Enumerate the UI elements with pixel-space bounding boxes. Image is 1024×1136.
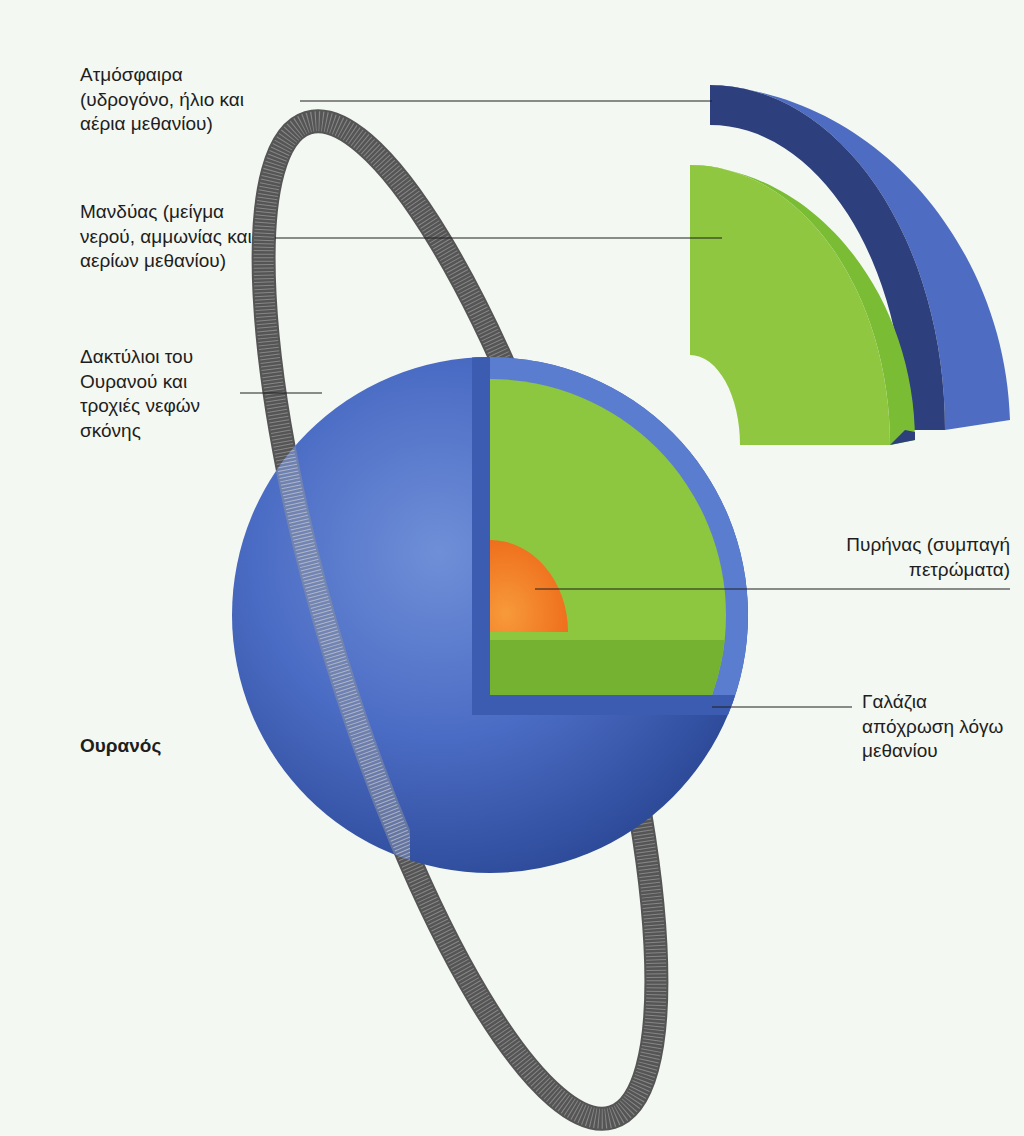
layer-label: Ατμόσφαιρα (υδρογόνο, ήλιο και αέρια μεθ… bbox=[80, 63, 280, 137]
leader-line bbox=[275, 237, 722, 238]
color-label: Γαλάζια απόχρωση λόγω μεθανίου bbox=[862, 690, 1012, 764]
ring-label: Δακτύλιοι του Ουρανού και τροχιές νεφών … bbox=[80, 345, 230, 443]
cut-edge bbox=[472, 695, 772, 715]
ring-front-rot bbox=[220, 340, 410, 900]
cut-edge bbox=[472, 350, 490, 715]
leader-line bbox=[535, 588, 1010, 589]
mantle-shell-side bbox=[690, 165, 915, 445]
mantle-shade bbox=[490, 640, 726, 695]
ring-front bbox=[184, 85, 737, 1136]
core-label: Πυρήνας (συμπαγή πετρώματα) bbox=[815, 533, 1010, 582]
leader-line bbox=[300, 100, 712, 101]
mantle-cut-face bbox=[490, 379, 726, 695]
ring bbox=[220, 340, 410, 900]
leader-lines bbox=[240, 101, 1010, 707]
ring-speckle bbox=[220, 340, 410, 900]
ring-front-clip bbox=[220, 340, 410, 900]
layer-label: Μανδύας (μείγμα νερού, αμμωνίας και αερί… bbox=[80, 200, 280, 274]
leader-line bbox=[240, 392, 322, 393]
core bbox=[490, 540, 568, 632]
shell-gap bbox=[890, 430, 915, 445]
leader-line bbox=[712, 706, 852, 707]
mantle-shell-face bbox=[690, 165, 890, 445]
planet-name: Ουρανός bbox=[80, 734, 280, 759]
